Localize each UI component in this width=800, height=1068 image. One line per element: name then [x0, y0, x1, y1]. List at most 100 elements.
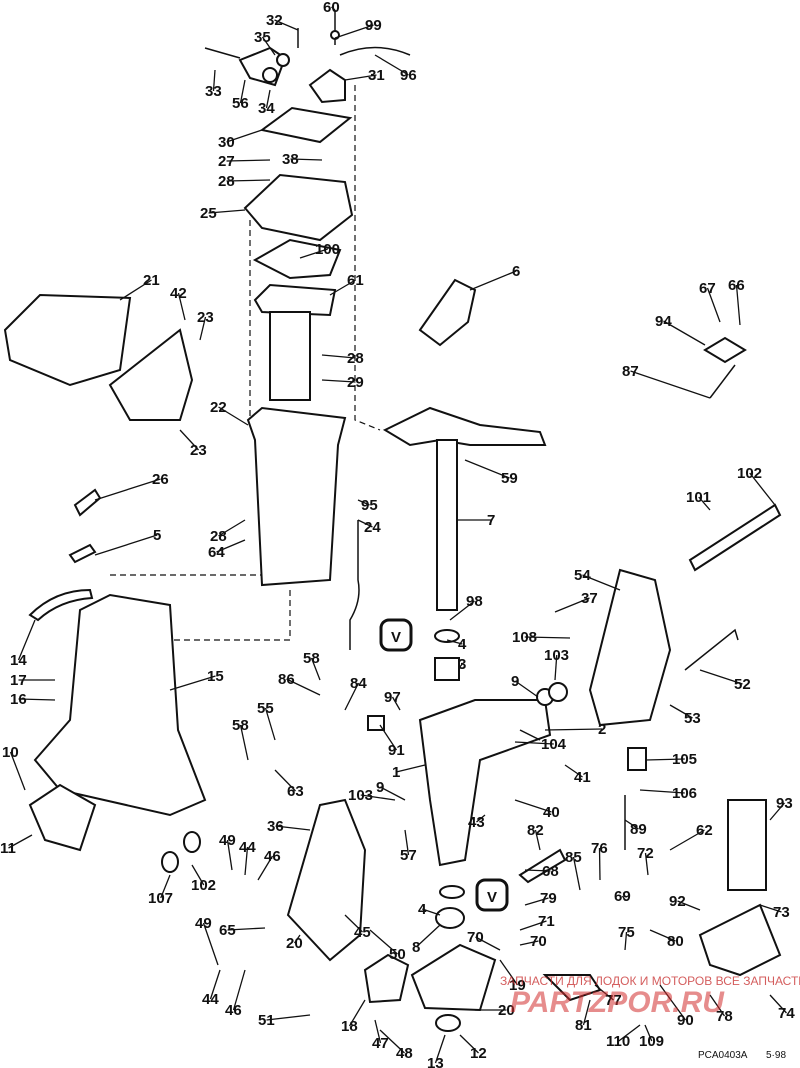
- leader-line: [239, 79, 246, 104]
- part-label-60: 60: [323, 0, 340, 16]
- part-label-17: 17: [10, 672, 27, 689]
- part-label-89: 89: [630, 821, 647, 838]
- leader-line: [216, 539, 246, 553]
- part-label-4: 4: [458, 636, 467, 653]
- bushing-part: [434, 657, 460, 681]
- part-label-8: 8: [412, 939, 420, 956]
- leader-line: [624, 931, 628, 951]
- leader-line: [459, 1034, 479, 1054]
- leader-line: [669, 829, 705, 851]
- part-label-56: 56: [232, 95, 249, 112]
- tilt-tube-part: [688, 503, 782, 572]
- leader-line: [344, 74, 377, 81]
- leader-line: [266, 1014, 311, 1021]
- part-label-14: 14: [10, 652, 27, 669]
- leader-line: [598, 847, 601, 881]
- wire-part: [339, 46, 411, 56]
- part-label-103: 103: [348, 787, 373, 804]
- nut-part: [435, 1014, 461, 1032]
- leader-line: [232, 969, 246, 1011]
- leader-line: [179, 429, 199, 451]
- part-label-18: 18: [341, 1018, 358, 1035]
- part-label-64: 64: [208, 544, 225, 561]
- leader-line: [476, 814, 486, 823]
- leader-line: [265, 89, 271, 109]
- part-label-53: 53: [684, 710, 701, 727]
- part-label-47: 47: [372, 1035, 389, 1052]
- leader-line: [534, 829, 541, 851]
- leader-line: [379, 724, 398, 751]
- clamp-part: [308, 68, 346, 104]
- leader-line: [218, 519, 246, 537]
- leader-line: [582, 999, 591, 1026]
- figure-footer: PCA0403A 5·98: [698, 1050, 786, 1061]
- leader-line: [202, 922, 219, 966]
- assembly-guide-line: [354, 85, 381, 431]
- leader-line: [310, 657, 321, 681]
- leader-line: [9, 751, 26, 791]
- part-label-46: 46: [225, 1002, 242, 1019]
- leader-line: [572, 856, 581, 891]
- part-label-16: 16: [10, 691, 27, 708]
- clip-part: [73, 488, 102, 517]
- leader-line: [94, 534, 158, 556]
- leader-line: [582, 574, 621, 591]
- part-label-23: 23: [190, 442, 207, 459]
- leader-line: [644, 1024, 653, 1042]
- leader-line: [275, 825, 311, 831]
- leader-line: [226, 129, 263, 143]
- leader-line: [212, 69, 216, 92]
- bolt-part: [204, 47, 241, 59]
- washer-part: [262, 67, 278, 83]
- lever-part: [542, 974, 602, 1002]
- stern-bracket-part: [286, 798, 367, 962]
- watermark: ЗАПЧАСТИ ДЛЯ ЛОДОК И МОТОРОВ ВСЕ ЗАПЧАСТ…: [500, 974, 800, 1019]
- leader-line: [321, 379, 356, 383]
- bushing-part: [367, 715, 385, 731]
- washer-part: [548, 682, 568, 702]
- leader-line: [274, 769, 296, 792]
- leader-line: [244, 846, 249, 876]
- leader-line: [544, 728, 603, 731]
- leader-line: [644, 852, 649, 876]
- leader-line: [422, 908, 441, 916]
- figure-date: 5·98: [766, 1050, 786, 1061]
- leader-line: [749, 472, 776, 506]
- part-label-28: 28: [218, 173, 235, 190]
- leader-line: [329, 279, 356, 296]
- leader-line: [519, 920, 547, 931]
- watermark-line2: PARTZPOR.RU: [510, 986, 725, 1019]
- swivel-bracket-part: [418, 699, 552, 867]
- leader-line: [357, 519, 373, 528]
- leader-line: [286, 678, 321, 696]
- leader-line: [299, 248, 328, 259]
- leader-line: [218, 406, 249, 426]
- part-label-33: 33: [205, 83, 222, 100]
- housing-tube-part: [246, 406, 347, 587]
- tube-part: [349, 520, 360, 650]
- leader-line: [226, 839, 233, 871]
- leader-line: [344, 682, 360, 711]
- leader-line: [706, 287, 721, 323]
- gasket-part: [259, 106, 353, 144]
- leader-line: [18, 698, 56, 701]
- washer-part: [434, 629, 460, 643]
- seal-part: [435, 907, 465, 929]
- stern-bracket-part: [588, 568, 672, 727]
- part-label-38: 38: [282, 151, 299, 168]
- leader-line: [94, 478, 161, 501]
- leader-line: [630, 370, 711, 399]
- part-label-30: 30: [218, 134, 235, 151]
- leader-line: [434, 1034, 446, 1064]
- leader-line: [554, 654, 558, 681]
- cover-plate-part: [28, 783, 97, 852]
- part-label-20: 20: [286, 935, 303, 952]
- mount-part: [363, 953, 410, 1004]
- leader-line: [344, 914, 363, 933]
- leader-line: [524, 869, 551, 872]
- leader-line: [191, 864, 205, 886]
- steering-arm-part: [382, 406, 547, 447]
- part-label-90: 90: [677, 1012, 694, 1029]
- leader-line: [449, 600, 475, 621]
- part-label-91: 91: [388, 742, 405, 759]
